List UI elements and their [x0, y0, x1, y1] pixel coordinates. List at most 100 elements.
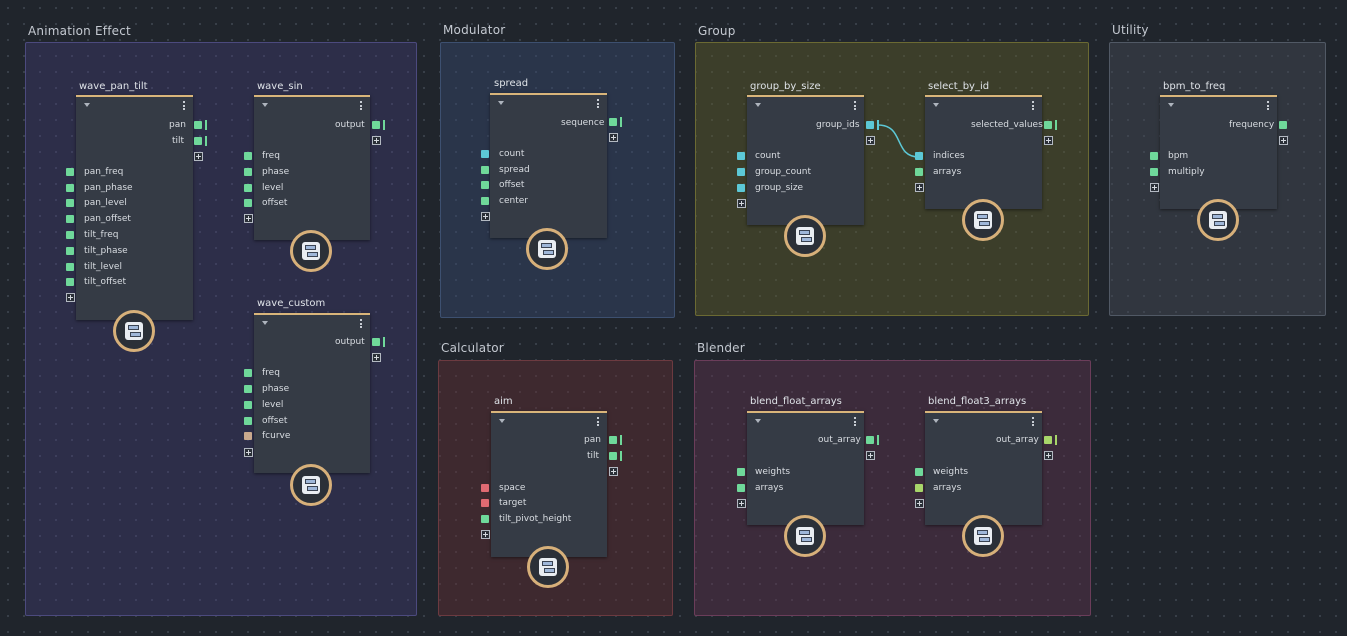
input-socket-int[interactable] [481, 150, 489, 158]
input-socket-float[interactable] [66, 199, 74, 207]
node-menu-icon[interactable] [597, 417, 599, 428]
node-menu-icon[interactable] [1267, 101, 1269, 112]
add-output-button[interactable] [609, 467, 618, 476]
output-socket-float[interactable] [1279, 121, 1287, 129]
output-port-bar[interactable] [383, 120, 385, 130]
output-port-bar[interactable] [383, 337, 385, 347]
node-type-badge[interactable] [1197, 199, 1239, 241]
node-bpm-to-freq[interactable] [1160, 95, 1277, 209]
output-socket-float[interactable] [609, 118, 617, 126]
group-frame-modulator[interactable] [440, 42, 675, 318]
input-socket-float[interactable] [481, 197, 489, 205]
node-menu-icon[interactable] [360, 319, 362, 330]
node-menu-icon[interactable] [360, 101, 362, 112]
input-socket-float[interactable] [244, 184, 252, 192]
node-wave-custom[interactable] [254, 313, 370, 473]
output-socket-float[interactable] [866, 436, 874, 444]
node-type-badge[interactable] [290, 230, 332, 272]
input-socket-float[interactable] [66, 263, 74, 271]
input-socket-float3[interactable] [915, 484, 923, 492]
input-socket-float[interactable] [66, 168, 74, 176]
output-socket-int[interactable] [866, 121, 874, 129]
add-input-button[interactable] [481, 530, 490, 539]
input-socket-float[interactable] [244, 199, 252, 207]
input-socket-int[interactable] [915, 152, 923, 160]
collapse-triangle-icon[interactable] [755, 103, 761, 107]
input-socket-float[interactable] [915, 468, 923, 476]
input-socket-float[interactable] [244, 417, 252, 425]
output-socket-float[interactable] [609, 436, 617, 444]
input-socket-float[interactable] [66, 215, 74, 223]
node-aim[interactable] [491, 411, 607, 557]
output-port-bar[interactable] [205, 120, 207, 130]
input-socket-float[interactable] [481, 515, 489, 523]
input-socket-int[interactable] [737, 184, 745, 192]
collapse-triangle-icon[interactable] [262, 103, 268, 107]
output-port-bar[interactable] [620, 435, 622, 445]
node-type-badge[interactable] [527, 546, 569, 588]
input-socket-float[interactable] [737, 468, 745, 476]
node-type-badge[interactable] [962, 199, 1004, 241]
input-socket-int[interactable] [737, 152, 745, 160]
add-output-button[interactable] [866, 136, 875, 145]
node-type-badge[interactable] [784, 215, 826, 257]
input-socket-float[interactable] [244, 401, 252, 409]
node-type-badge[interactable] [526, 228, 568, 270]
node-wave-pan-tilt[interactable] [76, 95, 193, 320]
collapse-triangle-icon[interactable] [1168, 103, 1174, 107]
collapse-triangle-icon[interactable] [262, 321, 268, 325]
add-output-button[interactable] [372, 136, 381, 145]
input-socket-float[interactable] [915, 168, 923, 176]
output-socket-float[interactable] [194, 137, 202, 145]
add-output-button[interactable] [1279, 136, 1288, 145]
output-port-bar[interactable] [620, 451, 622, 461]
add-input-button[interactable] [66, 293, 75, 302]
add-output-button[interactable] [194, 152, 203, 161]
node-wave-sin[interactable] [254, 95, 370, 240]
output-socket-float[interactable] [609, 452, 617, 460]
input-socket-vector[interactable] [481, 484, 489, 492]
output-port-bar[interactable] [877, 435, 879, 445]
output-socket-float[interactable] [194, 121, 202, 129]
collapse-triangle-icon[interactable] [755, 419, 761, 423]
add-input-button[interactable] [737, 199, 746, 208]
node-type-badge[interactable] [962, 515, 1004, 557]
add-input-button[interactable] [481, 212, 490, 221]
node-spread[interactable] [490, 93, 607, 238]
node-menu-icon[interactable] [1032, 101, 1034, 112]
add-output-button[interactable] [609, 133, 618, 142]
add-input-button[interactable] [915, 183, 924, 192]
output-port-bar[interactable] [620, 117, 622, 127]
input-socket-float[interactable] [244, 369, 252, 377]
add-output-button[interactable] [372, 353, 381, 362]
node-menu-icon[interactable] [854, 101, 856, 112]
input-socket-float[interactable] [481, 181, 489, 189]
output-port-bar[interactable] [205, 136, 207, 146]
output-port-bar[interactable] [877, 120, 879, 130]
node-blend-float3-arrays[interactable] [925, 411, 1042, 525]
input-socket-int[interactable] [737, 168, 745, 176]
input-socket-float[interactable] [66, 278, 74, 286]
input-socket-float[interactable] [1150, 168, 1158, 176]
node-menu-icon[interactable] [854, 417, 856, 428]
input-socket-float[interactable] [244, 152, 252, 160]
input-socket-float[interactable] [737, 484, 745, 492]
input-socket-float[interactable] [66, 247, 74, 255]
input-socket-float[interactable] [244, 385, 252, 393]
input-socket-float[interactable] [244, 168, 252, 176]
collapse-triangle-icon[interactable] [933, 103, 939, 107]
input-socket-float[interactable] [66, 231, 74, 239]
add-input-button[interactable] [1150, 183, 1159, 192]
node-menu-icon[interactable] [1032, 417, 1034, 428]
node-menu-icon[interactable] [183, 101, 185, 112]
add-output-button[interactable] [1044, 136, 1053, 145]
output-port-bar[interactable] [1055, 435, 1057, 445]
node-group-by-size[interactable] [747, 95, 864, 225]
output-port-bar[interactable] [1055, 120, 1057, 130]
input-socket-fcurve[interactable] [244, 432, 252, 440]
add-output-button[interactable] [1044, 451, 1053, 460]
add-input-button[interactable] [244, 448, 253, 457]
input-socket-float[interactable] [66, 184, 74, 192]
node-menu-icon[interactable] [597, 99, 599, 110]
node-type-badge[interactable] [113, 310, 155, 352]
